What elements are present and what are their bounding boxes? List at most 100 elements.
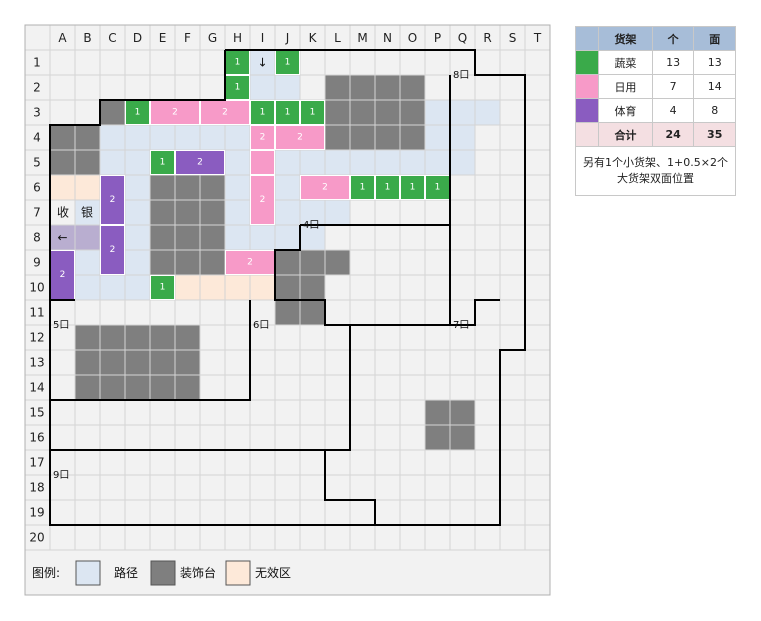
row-label: 4 bbox=[33, 131, 41, 145]
shelf-outline bbox=[100, 175, 125, 225]
row-label: 2 bbox=[33, 81, 41, 95]
shelf-label: 1 bbox=[385, 183, 391, 193]
shelf-veg bbox=[150, 275, 175, 300]
shelf-outline bbox=[400, 175, 425, 200]
legend-decor-label: 装饰台 bbox=[180, 565, 216, 580]
shelf-label: 1 bbox=[285, 108, 291, 118]
decor-counter bbox=[100, 100, 125, 125]
shelf-veg bbox=[225, 50, 250, 75]
arrow-left-icon: ← bbox=[57, 231, 67, 245]
shelf-veg bbox=[425, 175, 450, 200]
row-label: 1 bbox=[33, 56, 41, 70]
shelf-label: 1 bbox=[135, 108, 141, 118]
table-row-veg: 蔬菜 13 13 bbox=[575, 50, 736, 75]
arrow-down-icon: ↓ bbox=[257, 56, 267, 70]
shelf-label: 1 bbox=[160, 283, 166, 293]
table-count: 7 bbox=[651, 74, 695, 99]
row-label: 16 bbox=[29, 431, 44, 445]
column-label: E bbox=[159, 31, 167, 45]
shelf-outline bbox=[250, 100, 275, 125]
row-label: 11 bbox=[29, 306, 44, 320]
legend-invalid-swatch bbox=[225, 560, 251, 586]
wall-line bbox=[49, 49, 526, 526]
row-label: 8 bbox=[33, 231, 41, 245]
shelf-veg bbox=[275, 100, 300, 125]
table-name: 蔬菜 bbox=[598, 50, 653, 75]
shelf-outline bbox=[275, 125, 325, 150]
cashier-label: 收 银 bbox=[57, 206, 93, 220]
table-header-row: 货架 个 面 bbox=[575, 26, 736, 51]
entrance-label: 5口 bbox=[53, 320, 69, 331]
table-header-shelf: 货架 bbox=[598, 26, 653, 51]
table-note-row: 另有1个小货架、1+0.5×2个大货架双面位置 bbox=[575, 146, 736, 196]
table-total-name: 合计 bbox=[598, 122, 653, 147]
shelf-veg bbox=[125, 100, 150, 125]
legend-path-swatch bbox=[75, 560, 101, 586]
wall-line bbox=[50, 300, 251, 401]
shelf-veg bbox=[350, 175, 375, 200]
row-label: 9 bbox=[33, 256, 41, 270]
table-name: 体育 bbox=[598, 98, 653, 123]
table-row-total: 合计 24 35 bbox=[575, 122, 736, 147]
shelf-label: 1 bbox=[160, 158, 166, 168]
column-label: H bbox=[233, 31, 242, 45]
shelf-label: 1 bbox=[235, 83, 241, 93]
column-label: A bbox=[58, 31, 67, 45]
column-label: Q bbox=[458, 31, 467, 45]
table-faces: 13 bbox=[693, 50, 736, 75]
swatch-veg bbox=[575, 50, 599, 75]
row-label: 18 bbox=[29, 481, 44, 495]
shelf-label: 2 bbox=[60, 270, 66, 280]
swatch-sport bbox=[575, 98, 599, 123]
shelf-outline bbox=[250, 125, 275, 150]
wall-line bbox=[274, 224, 451, 326]
row-label: 5 bbox=[33, 156, 41, 170]
shelf-veg bbox=[275, 50, 300, 75]
shelf-label: 1 bbox=[435, 183, 441, 193]
row-label: 13 bbox=[29, 356, 44, 370]
column-label: B bbox=[83, 31, 91, 45]
shelf-daily bbox=[250, 175, 275, 225]
plan-border bbox=[24, 24, 551, 596]
shelf-daily bbox=[225, 250, 275, 275]
shelf-summary-table: 货架 个 面 蔬菜 13 13 日用 7 14 体育 4 8 合计 24 35 … bbox=[575, 26, 736, 196]
shelf-outline bbox=[300, 100, 325, 125]
shelf-label: 2 bbox=[322, 183, 328, 193]
shelf-sport bbox=[175, 150, 225, 175]
legend-invalid-label: 无效区 bbox=[255, 565, 291, 580]
entrance-label: 6口 bbox=[253, 320, 269, 331]
shelf-daily bbox=[275, 125, 325, 150]
shelf-outline bbox=[275, 100, 300, 125]
column-label: I bbox=[261, 31, 265, 45]
shelf-sport bbox=[100, 225, 125, 275]
shelf-label: 2 bbox=[172, 108, 178, 118]
shelf-daily bbox=[150, 100, 200, 125]
entrance-label: 7口 bbox=[453, 320, 469, 331]
table-header-swatch bbox=[575, 26, 599, 51]
column-label: N bbox=[383, 31, 392, 45]
column-label: S bbox=[509, 31, 517, 45]
wall-line bbox=[50, 325, 351, 451]
shelf-label: 2 bbox=[260, 133, 266, 143]
row-label: 20 bbox=[29, 531, 44, 545]
entrance-label: 4口 bbox=[303, 220, 319, 231]
shelf-label: 1 bbox=[310, 108, 316, 118]
swatch-total bbox=[575, 122, 599, 147]
shelf-label: 2 bbox=[110, 195, 116, 205]
table-row-sport: 体育 4 8 bbox=[575, 98, 736, 123]
table-total-faces: 35 bbox=[693, 122, 736, 147]
table-row-daily: 日用 7 14 bbox=[575, 74, 736, 99]
table-header-count: 个 bbox=[651, 26, 695, 51]
shelf-outline bbox=[150, 275, 175, 300]
wall-line bbox=[450, 299, 500, 326]
wall-line bbox=[324, 450, 376, 525]
row-label: 7 bbox=[33, 206, 41, 220]
shelf-label: 2 bbox=[110, 245, 116, 255]
shelf-daily bbox=[250, 150, 275, 175]
row-label: 3 bbox=[33, 106, 41, 120]
swatch-daily bbox=[575, 74, 599, 99]
shelf-veg bbox=[250, 100, 275, 125]
column-label: F bbox=[184, 31, 191, 45]
shelf-outline bbox=[150, 150, 175, 175]
